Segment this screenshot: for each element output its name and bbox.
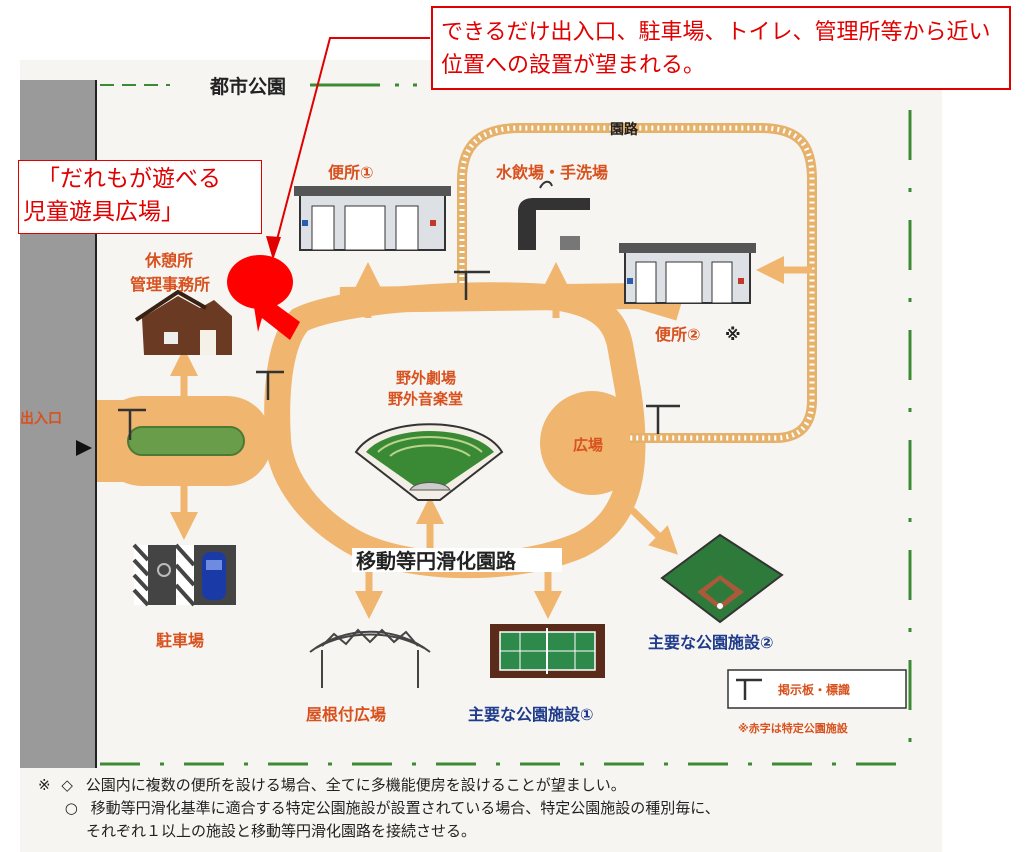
placement-callout-text: できるだけ出入口、駐車場、トイレ、管理所等から近い位置への設置が望まれる。 — [441, 20, 991, 78]
toilet-2-icon — [619, 243, 756, 304]
frame-title: 都市公園 — [209, 75, 286, 98]
rest-house-icon — [134, 289, 232, 355]
main-facility-2-label: 主要な公園施設② — [648, 633, 774, 652]
entrance-arrow-icon — [76, 440, 92, 456]
signpost-icons — [118, 270, 680, 440]
footnote-text-1: 公園内に複数の便所を設ける場合、全てに多機能便房を設けることが望ましい。 — [85, 776, 626, 794]
park-frame — [100, 83, 915, 766]
toilet-2-mark: ※ — [725, 325, 741, 344]
toilet-1-icon — [294, 186, 451, 251]
callout-connector — [266, 37, 430, 260]
rest-area-label: 休憩所 — [144, 251, 193, 270]
playground-callout-line1: 「だれもが遊べる — [37, 166, 221, 192]
footnote-line-1: ※ ◇ 公園内に複数の便所を設ける場合、全てに多機能便房を設けることが望ましい。 — [38, 774, 626, 795]
path-network — [97, 282, 684, 579]
management-office-label: 管理事務所 — [130, 275, 210, 294]
legend-box — [727, 669, 907, 709]
parking-label: 駐車場 — [156, 631, 204, 650]
playground-callout-line2: 児童遊具広場」 — [23, 199, 184, 225]
red-text-note: ※赤字は特定公園施設 — [738, 721, 849, 735]
main-facility-1-label: 主要な公園施設① — [468, 705, 594, 724]
footnote-mark: ※ — [38, 776, 51, 794]
recommended-location-marker — [227, 255, 293, 309]
footnote-text-2: 移動等円滑化基準に適合する特定公園施設が設置されている場合、特定公園施設の種別毎… — [90, 799, 720, 817]
parking-icon — [132, 543, 236, 607]
footnote-symbol-diamond: ◇ — [61, 776, 73, 794]
footnote-text-3: それぞれ１以上の施設と移動等円滑化園路を接続させる。 — [86, 822, 477, 840]
amphitheater-icon — [354, 423, 504, 501]
roofed-plaza-icon — [309, 628, 431, 688]
toilet-2-label: 便所② — [655, 325, 701, 344]
playground-callout: 「だれもが遊べる 児童遊具広場」 — [18, 160, 262, 234]
location-pointer-arrow — [252, 294, 300, 340]
park-path-label: 園路 — [610, 121, 639, 138]
entrance-label: 出入口 — [20, 410, 62, 427]
outdoor-music-hall-label: 野外音楽堂 — [388, 390, 463, 408]
water-fountain-icon — [518, 180, 590, 250]
footnote-line-2: ○ 移動等円滑化基準に適合する特定公園施設が設置されている場合、特定公園施設の種… — [38, 797, 720, 818]
roofed-plaza-label: 屋根付広場 — [306, 705, 386, 724]
tennis-court-icon — [490, 624, 605, 678]
baseball-field-icon — [660, 533, 784, 624]
footnote-symbol-circle: ○ — [64, 799, 78, 817]
accessible-path-label-bg — [352, 548, 562, 572]
plaza-label: 広場 — [573, 436, 603, 454]
accessible-path-label: 移動等円滑化園路 — [356, 549, 517, 573]
park-loop-path — [457, 123, 817, 443]
outdoor-theater-label: 野外劇場 — [396, 369, 456, 387]
signboard-legend-label: 掲示板・標識 — [778, 682, 850, 697]
footnote-line-3: それぞれ１以上の施設と移動等円滑化園路を接続させる。 — [86, 820, 476, 841]
water-fountain-label: 水飲場・手洗場 — [496, 163, 608, 182]
placement-callout: できるだけ出入口、駐車場、トイレ、管理所等から近い位置への設置が望まれる。 — [431, 6, 1011, 90]
toilet-1-label: 便所① — [328, 163, 374, 182]
signboard-legend-icon — [736, 678, 762, 700]
